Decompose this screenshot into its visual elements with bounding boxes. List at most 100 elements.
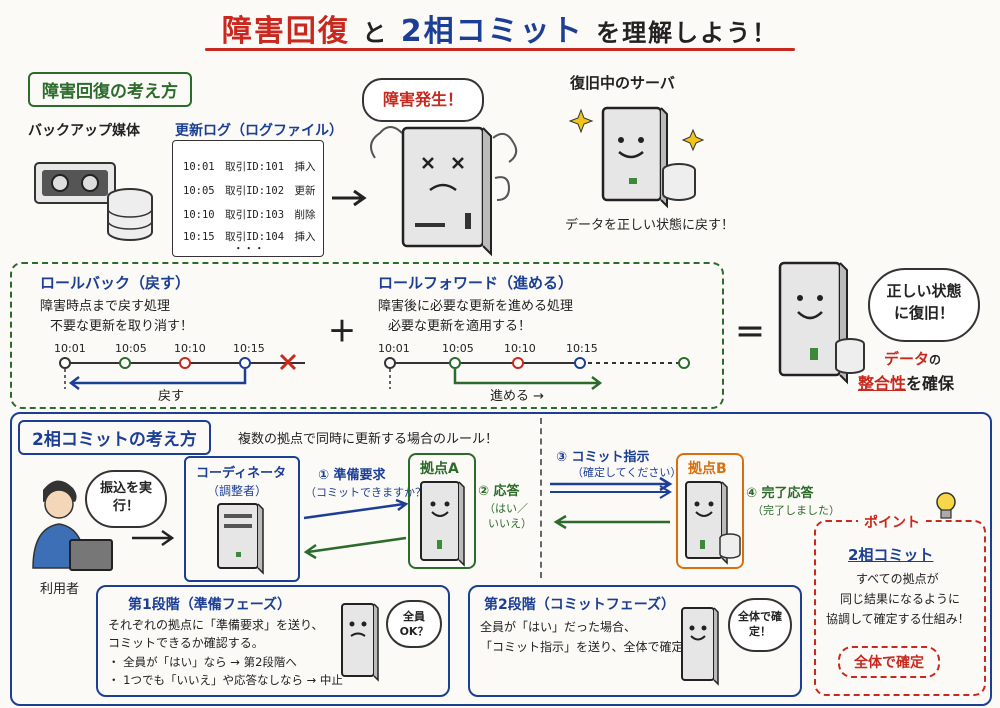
user-label: 利用者 bbox=[40, 582, 80, 597]
result-bubble: 正しい状態に復旧！ bbox=[868, 268, 980, 342]
phase1-line: ・ 1つでも「いいえ」や応答なしなら → 中止 bbox=[108, 673, 343, 687]
phase1-server-icon bbox=[341, 603, 379, 682]
phase2-bubble: 全体で確定！ bbox=[728, 598, 792, 652]
step4-sublabel: （完了しました） bbox=[752, 504, 840, 517]
log-line: 10:15 取引ID:104 挿入 bbox=[183, 231, 316, 243]
result-particle: の bbox=[929, 353, 942, 367]
phase-divider bbox=[540, 418, 542, 578]
recovering-server-icon bbox=[568, 106, 705, 209]
step2-label: ② 応答 bbox=[478, 484, 520, 499]
recovery-section-label: 障害回復の考え方 bbox=[28, 72, 192, 107]
user-avatar bbox=[32, 480, 113, 571]
result-consistency-word: 整合性 bbox=[858, 374, 907, 393]
siteB-server-icon bbox=[685, 481, 741, 565]
recovering-label: 復旧中のサーバ bbox=[570, 74, 675, 92]
time-label: 10:15 bbox=[566, 342, 598, 355]
failed-server-icon bbox=[370, 126, 518, 257]
log-line: ・・・ bbox=[233, 243, 265, 255]
title-part-and: と bbox=[362, 19, 389, 47]
rollback-desc: 不要な更新を取り消す！ bbox=[50, 319, 194, 334]
rollforward-timeline bbox=[384, 357, 690, 390]
siteB-label: 拠点B bbox=[688, 461, 727, 477]
title-underline bbox=[205, 48, 795, 51]
phase2-title: 第2段階（コミットフェーズ） bbox=[484, 597, 676, 613]
backup-media-icon bbox=[34, 162, 153, 241]
step2-sublabel: いいえ） bbox=[488, 517, 532, 530]
result-line2: 整合性を確保 bbox=[858, 370, 954, 394]
log-line: 10:10 取引ID:103 削除 bbox=[183, 209, 316, 221]
rollforward-desc: 障害後に必要な更新を進める処理 bbox=[378, 299, 574, 314]
log-line: 10:05 取引ID:102 更新 bbox=[183, 185, 316, 197]
siteA-box bbox=[408, 453, 476, 569]
arrow-right-icon bbox=[332, 189, 367, 207]
recovering-caption: データを正しい状態に戻す！ bbox=[565, 218, 735, 233]
phase1-box bbox=[96, 585, 450, 697]
phase1-line: ・ 全員が「はい」なら → 第2段階へ bbox=[108, 655, 297, 669]
user-bubble: 振込を実行！ bbox=[85, 470, 167, 528]
coordinator-subtitle: （調整者） bbox=[207, 484, 268, 498]
rollback-desc: 障害時点まで戻す処理 bbox=[40, 299, 171, 314]
recovery-process-box bbox=[10, 262, 724, 409]
coord-siteA-arrows bbox=[303, 498, 409, 560]
siteA-server-icon bbox=[420, 481, 465, 567]
coordinator-server-icon bbox=[217, 503, 264, 575]
result-line1: データの bbox=[884, 348, 941, 369]
time-label: 10:05 bbox=[442, 342, 474, 355]
failure-bubble: 障害発生！ bbox=[362, 78, 484, 122]
time-label: 10:10 bbox=[174, 342, 206, 355]
log-file-card: 10:01 取引ID:101 挿入 10:05 取引ID:102 更新 10:1… bbox=[172, 140, 324, 257]
step2-sublabel: （はい／ bbox=[484, 502, 528, 515]
backup-label: バックアップ媒体 bbox=[28, 123, 140, 139]
step3-sublabel: （確定してください） bbox=[572, 466, 682, 479]
time-label: 10:01 bbox=[54, 342, 86, 355]
rollforward-desc: 必要な更新を適用する！ bbox=[388, 319, 532, 334]
log-line: 10:01 取引ID:101 挿入 bbox=[183, 161, 316, 173]
result-ensure: を確保 bbox=[906, 374, 955, 393]
phase1-bubble-text: 全員OK？ bbox=[399, 610, 429, 638]
step1-sublabel: （コミットできますか？） bbox=[305, 486, 437, 499]
coordinator-title: コーディネータ bbox=[196, 466, 287, 481]
lightbulb-icon bbox=[936, 492, 956, 519]
siteB-arrows bbox=[550, 476, 673, 530]
phase2-server-icon bbox=[681, 607, 719, 686]
user-bubble-text: 振込を実行！ bbox=[99, 481, 152, 514]
siteA-border bbox=[408, 453, 476, 569]
coordinator-box bbox=[184, 456, 300, 582]
equals-sign: ＝ bbox=[735, 316, 765, 351]
plus-sign: ＋ bbox=[328, 315, 357, 348]
phase1-line: それぞれの拠点に「準備要求」を送り、 bbox=[108, 618, 324, 632]
point-badge: 全体で確定 bbox=[838, 646, 940, 678]
rollforward-arrow-label: 進める → bbox=[490, 389, 545, 404]
result-data-word: データ bbox=[884, 350, 930, 368]
point-title: ポイント bbox=[858, 512, 926, 532]
point-desc: 協調して確定する仕組み！ bbox=[826, 612, 970, 626]
time-label: 10:15 bbox=[233, 342, 265, 355]
phase1-line: コミットできるか確認する。 bbox=[108, 636, 264, 650]
siteA-label: 拠点A bbox=[420, 461, 459, 477]
point-term: 2相コミット bbox=[848, 546, 934, 564]
time-label: 10:10 bbox=[504, 342, 536, 355]
rollback-timeline bbox=[59, 353, 305, 390]
rollforward-title: ロールフォワード（進める） bbox=[378, 274, 574, 292]
time-label: 10:01 bbox=[378, 342, 410, 355]
title-part-2pc: 2相コミット bbox=[400, 14, 584, 49]
rollback-title: ロールバック（戻す） bbox=[40, 274, 191, 292]
title-part-recovery: 障害回復 bbox=[221, 14, 350, 49]
step1-label: ① 準備要求 bbox=[318, 468, 386, 483]
result-bubble-text: 正しい状態に復旧！ bbox=[886, 282, 962, 322]
siteB-box bbox=[676, 453, 744, 569]
twophase-subtitle: 複数の拠点で同時に更新する場合のルール！ bbox=[238, 432, 499, 447]
healthy-server-icon bbox=[778, 261, 865, 385]
twophase-section-label: 2相コミットの考え方 bbox=[18, 420, 211, 455]
phase1-bubble: 全員OK？ bbox=[386, 600, 442, 648]
step4-label: ④ 完了応答 bbox=[746, 486, 814, 501]
point-desc: 同じ結果になるように bbox=[840, 592, 961, 606]
phase2-line: 全員が「はい」だった場合、 bbox=[480, 620, 637, 634]
point-desc: すべての拠点が bbox=[856, 572, 939, 586]
phase1-title: 第1段階（準備フェーズ） bbox=[128, 597, 292, 613]
arrow-right-icon bbox=[132, 529, 175, 547]
rollback-arrow-label: 戻す bbox=[158, 389, 185, 404]
time-label: 10:05 bbox=[115, 342, 147, 355]
phase2-line: 「コミット指示」を送り、全体で確定する。 bbox=[480, 640, 720, 654]
